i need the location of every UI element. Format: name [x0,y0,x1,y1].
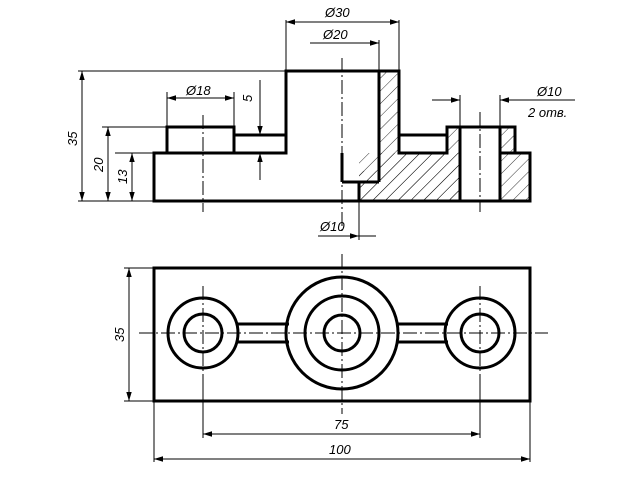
right-boss-outer [443,296,517,370]
section-hatch-right [500,127,530,201]
dim-35-top: 35 [112,327,127,342]
dim-d30: Ø30 [324,5,350,20]
center-hole-void [342,182,359,202]
dim-20: 20 [91,157,106,173]
left-hole [182,312,224,354]
dim-d18: Ø18 [185,83,211,98]
left-boss-outer [166,296,240,370]
holes-note: 2 отв. [527,105,567,120]
right-hole [459,312,501,354]
dim-13: 13 [115,169,130,184]
dim-100: 100 [329,442,351,457]
center-hole [322,313,362,353]
dim-35-front: 35 [65,131,80,146]
dim-5: 5 [240,94,255,102]
front-view: Ø30 Ø20 Ø18 5 Ø10 2 отв. 35 20 13 Ø10 [65,5,575,240]
dim-75: 75 [334,417,349,432]
section-hatch-base [359,153,460,201]
top-view: 35 75 100 [112,254,548,462]
dim-d20: Ø20 [322,27,348,42]
center-boss-inner [303,294,381,372]
center-boss-outer [284,275,400,391]
dim-d10-bottom: Ø10 [319,219,345,234]
dim-d10-holes: Ø10 [536,84,562,99]
